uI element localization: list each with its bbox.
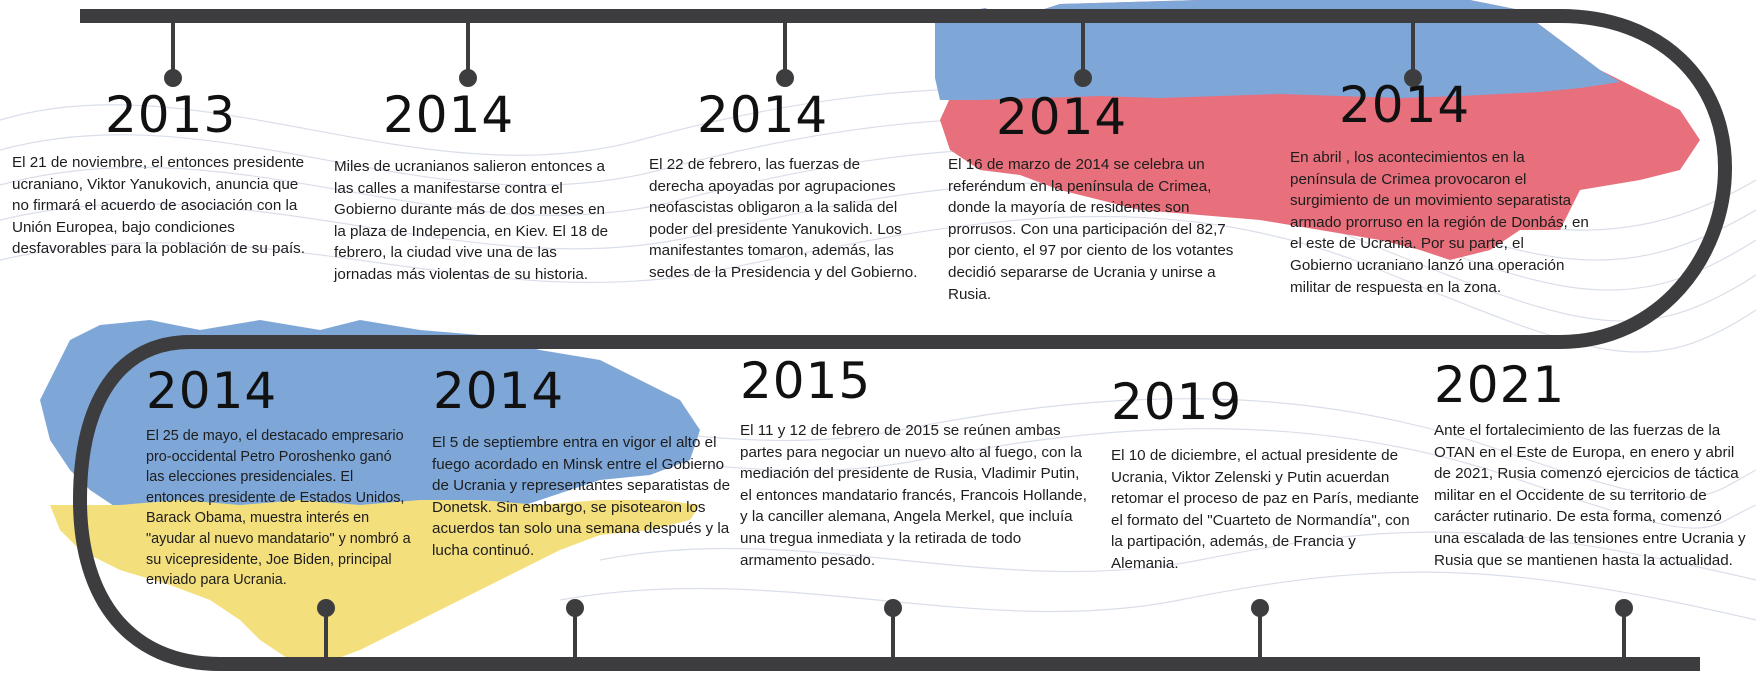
connector-lines — [171, 16, 1626, 664]
event-description: El 5 de septiembre entra en vigor el alt… — [432, 434, 731, 559]
event-description: Miles de ucranianos salieron entonces a … — [334, 158, 609, 283]
timeline-track — [72, 9, 1733, 671]
event-year: 2014 — [146, 362, 278, 420]
event-description: El 25 de mayo, el destacado empresario p… — [146, 428, 411, 589]
event-description: Ante el fortalecimiento de las fuerzas d… — [1434, 422, 1746, 569]
timeline-markers — [164, 69, 1633, 617]
event-year: 2015 — [740, 352, 872, 410]
event-year: 2019 — [1111, 373, 1243, 431]
event-description: El 10 de diciembre, el actual presidente… — [1111, 447, 1420, 572]
event-description: El 16 de marzo de 2014 se celebra un ref… — [948, 156, 1234, 303]
event-year: 2014 — [697, 86, 829, 144]
ukraine-map-shape — [40, 320, 700, 665]
event-year: 2014 — [996, 88, 1128, 146]
event-description: El 21 de noviembre, el entonces presiden… — [12, 154, 305, 258]
event-year: 2014 — [383, 86, 515, 144]
event-year: 2014 — [433, 362, 565, 420]
event-description: El 22 de febrero, las fuerzas de derecha… — [649, 156, 918, 281]
event-year: 2013 — [105, 86, 237, 144]
event-description: El 11 y 12 de febrero de 2015 se reúnen … — [740, 422, 1087, 569]
event-year: 2021 — [1434, 356, 1566, 414]
event-year: 2014 — [1339, 76, 1471, 134]
event-description: En abril , los acontecimientos en la pen… — [1290, 149, 1589, 296]
